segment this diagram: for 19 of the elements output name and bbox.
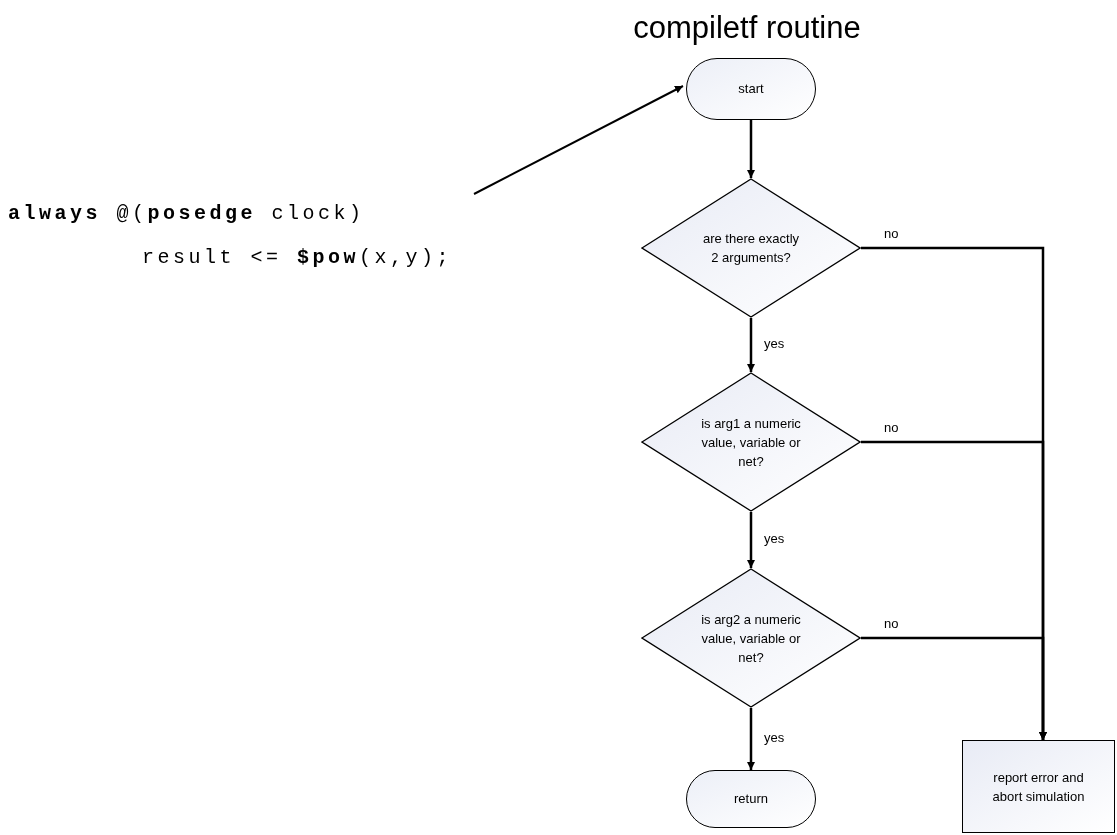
- decision-text: are there exactly 2 arguments?: [701, 230, 801, 267]
- decision-text: is arg2 a numeric value, variable or net?: [700, 610, 802, 667]
- code-line: always @(posedge clock): [8, 201, 365, 227]
- terminal-text: return: [734, 790, 768, 809]
- process-box: [962, 740, 1115, 833]
- decision-text: is arg1 a numeric value, variable or net?: [700, 414, 802, 471]
- arrow: [861, 636, 1047, 740]
- decision-diamond: [641, 568, 861, 708]
- leader-arrow: [473, 85, 684, 195]
- diagram-title: compiletf routine: [632, 9, 862, 47]
- decision-diamond: [641, 178, 861, 318]
- arrow: [747, 512, 755, 568]
- terminal-text: start: [738, 80, 764, 99]
- arrow: [747, 318, 755, 372]
- code-line: result <= $pow(x,y);: [142, 245, 453, 271]
- process-text: report error and abort simulation: [991, 768, 1086, 806]
- arrow: [747, 708, 755, 770]
- decision-diamond: [641, 372, 861, 512]
- arrow: [747, 120, 755, 178]
